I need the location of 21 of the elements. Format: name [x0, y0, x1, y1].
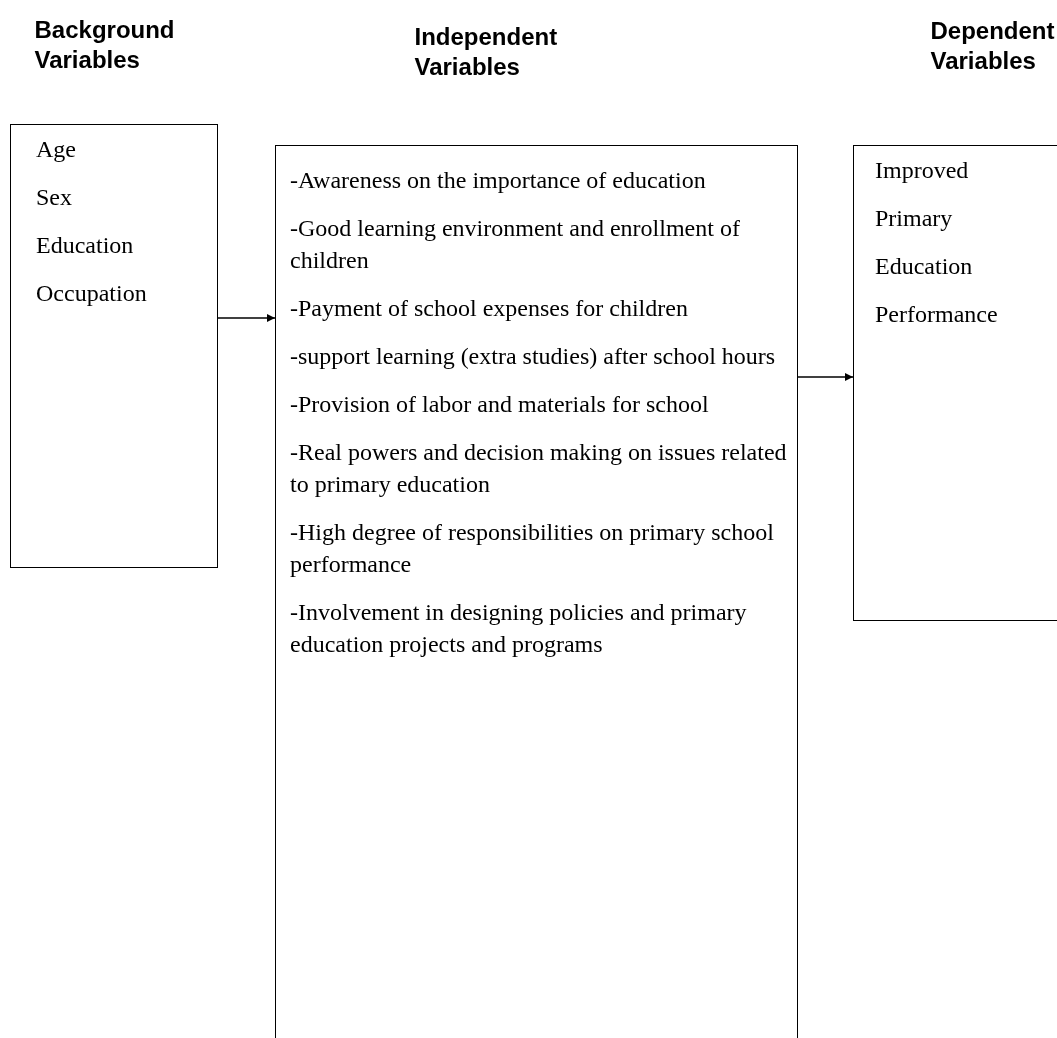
variable-text: -Good learning environment and enrollment of children: [290, 214, 741, 275]
variable-text: Education: [36, 231, 135, 260]
variable-text: -Real powers and decision making on issues related to primary education: [290, 438, 787, 499]
variable-text: Improved: [875, 156, 970, 185]
variable-text: -High degree of responsibilities on primary school performance: [290, 518, 775, 579]
variable-text: -Provision of labor and materials for school: [290, 390, 710, 419]
variable-text: Sex: [36, 183, 73, 212]
variable-text: -Awareness on the importance of education: [290, 166, 707, 195]
column-heading: Independent Variables: [414, 22, 559, 82]
column-heading: Background Variables: [34, 15, 176, 75]
variable-text: -support learning (extra studies) after school hours: [290, 342, 777, 371]
arrow: [217, 314, 276, 322]
variable-text: Occupation: [36, 279, 148, 308]
arrow: [797, 373, 854, 381]
variable-text: -Payment of school expenses for children: [290, 294, 689, 323]
variable-text: Performance: [875, 300, 999, 329]
variable-text: Education: [875, 252, 974, 281]
variable-text: -Involvement in designing policies and primary education projects and programs: [290, 598, 748, 659]
variable-text: Age: [36, 135, 77, 164]
column-heading: Dependent Variables: [930, 16, 1056, 76]
variable-text: Primary: [875, 204, 954, 233]
